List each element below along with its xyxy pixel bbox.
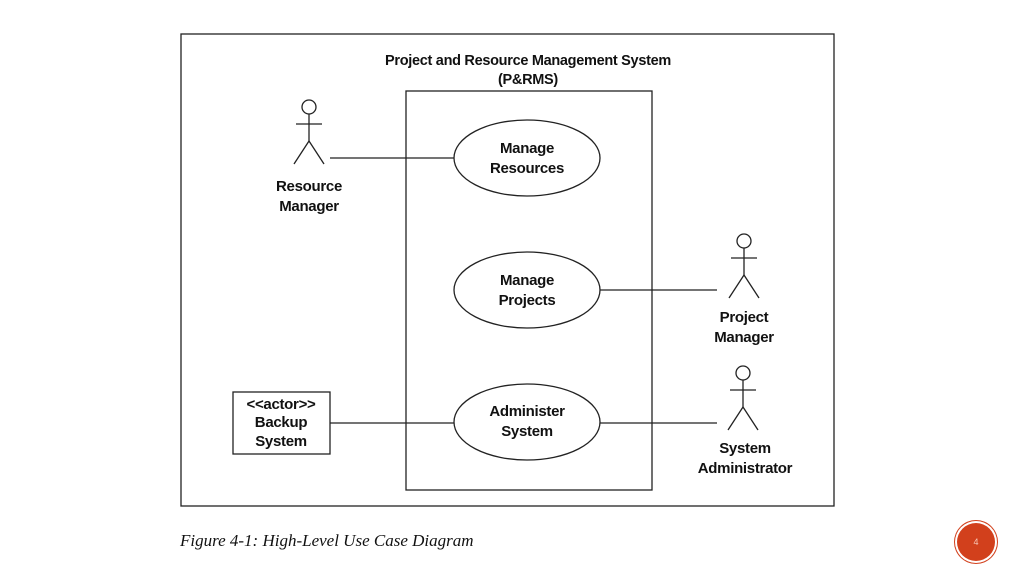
use-case-label-line2: Projects <box>499 292 556 309</box>
use-case-label-line2: System <box>501 423 553 440</box>
actor-backup-system: <<actor>> Backup System <box>232 391 331 455</box>
actor-label-line1: System <box>719 440 771 457</box>
use-case-label-line2: Resources <box>490 160 564 177</box>
actor-label-line1: Backup <box>255 414 308 431</box>
actor-stick-figure-icon <box>735 365 751 381</box>
system-title-line2: (P&RMS) <box>498 72 558 88</box>
actor-label-line1: Resource <box>276 178 342 195</box>
diagram-frame <box>180 33 835 507</box>
actor-system-administrator <box>727 365 759 431</box>
actor-stick-figure-icon <box>301 99 317 115</box>
figure-caption: Figure 4-1: High-Level Use Case Diagram <box>180 531 474 550</box>
use-case-label-line1: Manage <box>500 272 554 289</box>
use-case-manage-resources: Manage Resources <box>453 119 601 197</box>
system-title-line1: Project and Resource Management System <box>385 53 671 69</box>
actor-stereotype: <<actor>> <box>246 396 316 413</box>
actor-label-line2: Administrator <box>698 460 793 477</box>
actor-label-line1: Project <box>720 309 769 326</box>
actor-label-line2: Manager <box>714 329 774 346</box>
use-case-label-line1: Manage <box>500 140 554 157</box>
actor-resource-manager <box>293 99 325 165</box>
use-case-label-line1: Administer <box>489 403 565 420</box>
use-case-administer-system: Administer System <box>453 383 601 461</box>
actor-label-line2: Manager <box>279 198 339 215</box>
slide-number-badge: 4 <box>957 523 995 561</box>
actor-stick-figure-icon <box>736 233 752 249</box>
actor-project-manager <box>728 233 760 299</box>
use-case-manage-projects: Manage Projects <box>453 251 601 329</box>
actor-label-line2: System <box>255 433 307 450</box>
